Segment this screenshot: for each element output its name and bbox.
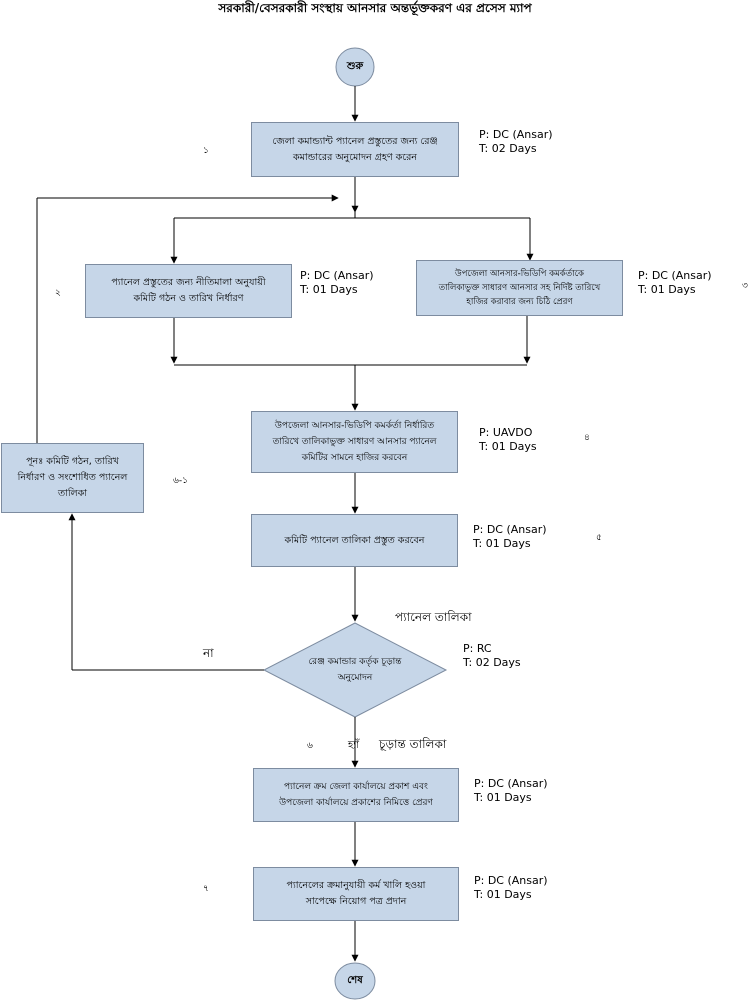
step-4-box: উপজেলা আনসার-ভিডিপি কমর্কর্তা নির্ধারিত … (251, 411, 458, 473)
step-5-box: কমিটি প্যানেল তালিকা প্রস্তুত করবেন (251, 514, 458, 567)
step-5-number: ৫ (596, 533, 602, 543)
step-3-box: উপজেলা আনসার-ভিডিপি কমর্কর্তাকে তালিকাভু… (416, 260, 623, 316)
panel-list-label: প্যানেল তালিকা (395, 610, 472, 624)
decision-number: ৬ (307, 741, 313, 751)
decision-label: রেঞ্জ কমান্ডার কর্তৃক চূড়ান্ত অনুমোদন (308, 657, 402, 683)
end-node-shape (334, 962, 376, 1000)
page-title: সরকারী/বেসরকারী সংস্থায় আনসার অন্তর্ভূক… (218, 1, 532, 15)
step-7-meta: P: DC (Ansar) T: 01 Days (474, 874, 548, 901)
step-1-meta: P: DC (Ansar) T: 02 Days (479, 128, 553, 155)
step-5-meta: P: DC (Ansar) T: 01 Days (473, 523, 547, 550)
end-node-label: শেষ (347, 974, 363, 986)
step-1-number: ১ (203, 146, 209, 156)
step-2-number: ২ (55, 288, 61, 298)
step-6-1-number: ৬-১ (173, 476, 188, 486)
step-7a-meta: P: DC (Ansar) T: 01 Days (474, 777, 548, 804)
start-node-label: শুরু (346, 60, 364, 72)
decision-meta: P: RC T: 02 Days (463, 642, 521, 669)
step-4-number: ৪ (584, 433, 590, 443)
step-7-box: প্যানেলের ক্রমানুযায়ী কর্ম খালি হওয়া স… (253, 867, 459, 921)
step-6-1-box: পূনঃ কমিটি গঠন, তারিখ নির্ধারণ ও সংশোধিত… (1, 443, 144, 513)
step-2-box: প্যানেল প্রস্তুতের জন্য নীতিমালা অনুযায়… (85, 264, 292, 318)
step-7-number: ৭ (203, 884, 209, 894)
final-list-label: চূড়ান্ত তালিকা (379, 737, 447, 751)
step-2-meta: P: DC (Ansar) T: 01 Days (300, 269, 374, 296)
no-label: না (203, 646, 214, 660)
yes-label: হ্যাঁ (348, 740, 360, 751)
step-4-meta: P: UAVDO T: 01 Days (479, 426, 537, 453)
step-7a-box: প্যানেল ক্রম জেলা কার্যালয়ে প্রকাশ এবং … (253, 768, 459, 822)
step-1-box: জেলা কমান্ড্যান্ট প্যানেল প্রস্তুতের জন্… (251, 122, 459, 177)
step-3-meta: P: DC (Ansar) T: 01 Days (638, 269, 712, 296)
step-3-number: ৩ (742, 281, 748, 291)
